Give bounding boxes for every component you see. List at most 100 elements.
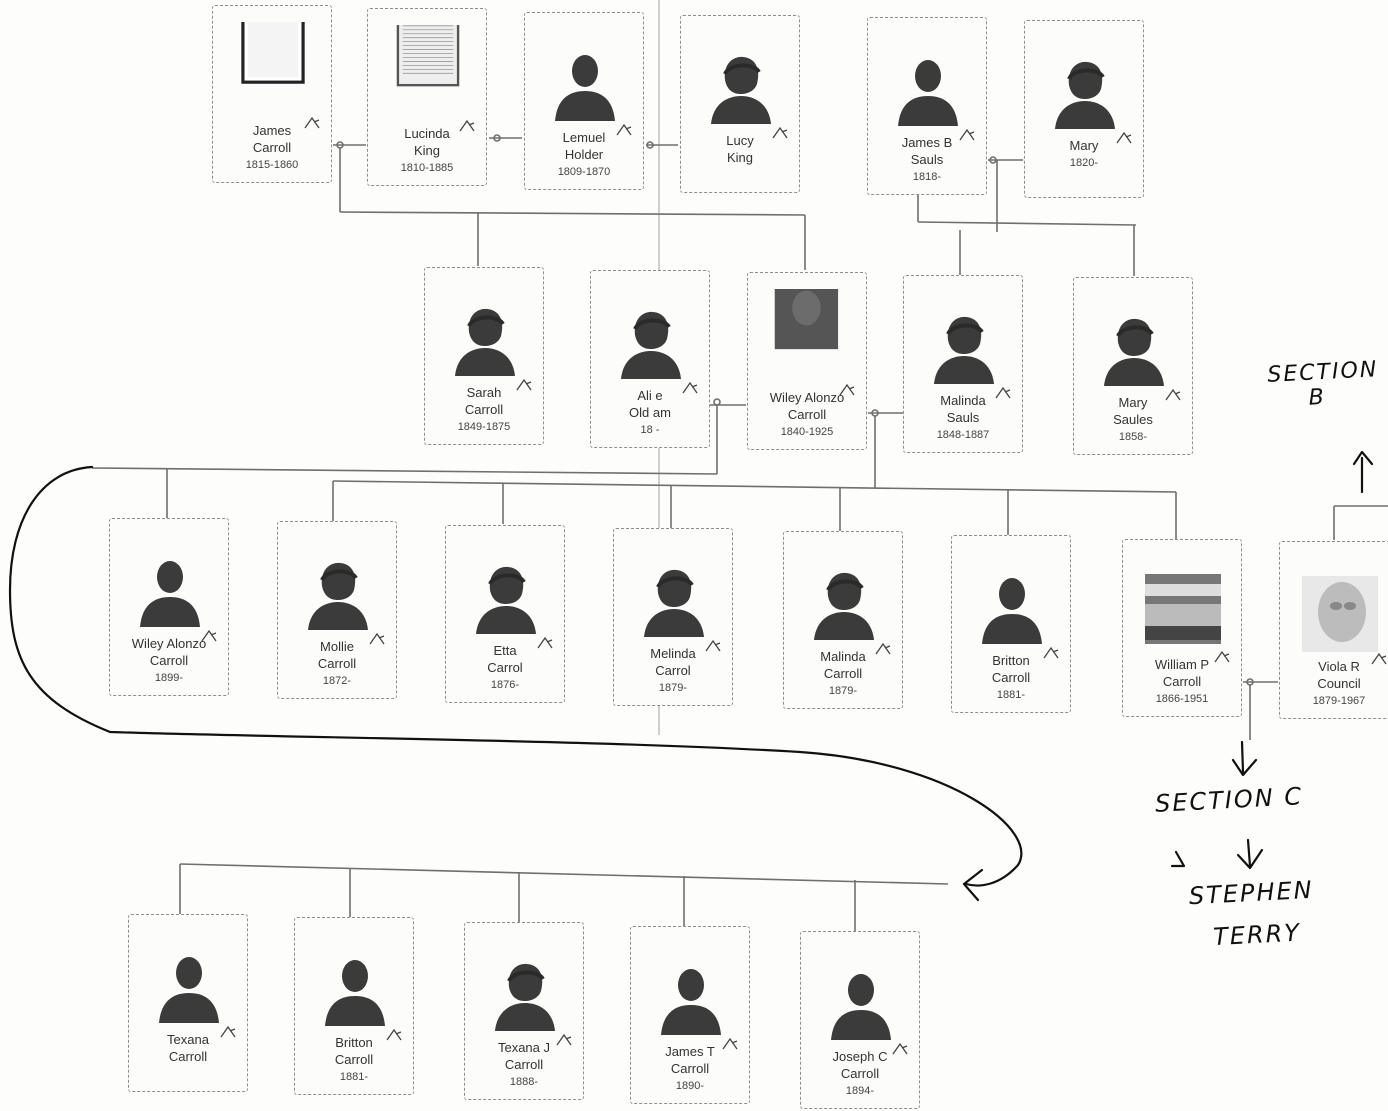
- edit-icon[interactable]: [891, 1042, 909, 1056]
- life-years: 1810-1885: [400, 162, 454, 174]
- female-silhouette-icon: [636, 563, 712, 639]
- last-name: Carroll: [168, 1049, 208, 1064]
- edit-icon[interactable]: [219, 1025, 237, 1039]
- male-silhouette-icon: [151, 949, 227, 1025]
- life-years: 1890-: [675, 1080, 705, 1092]
- edit-icon[interactable]: [1213, 650, 1231, 664]
- last-name: Carroll: [1162, 674, 1202, 689]
- last-name: Sauls: [946, 410, 980, 425]
- first-name: Britton: [992, 653, 1030, 668]
- first-name: Joseph C: [832, 1049, 888, 1064]
- edit-icon[interactable]: [1370, 652, 1388, 666]
- last-name: Carroll: [317, 656, 357, 671]
- person-name: Ali e Old am 18 -: [595, 387, 705, 439]
- female-silhouette-icon: [468, 560, 544, 636]
- edit-icon[interactable]: [1164, 388, 1182, 402]
- first-name: James T: [665, 1044, 715, 1059]
- edit-icon[interactable]: [771, 126, 789, 140]
- female-silhouette-icon: [703, 50, 779, 126]
- edit-icon[interactable]: [721, 1037, 739, 1051]
- male-silhouette-icon: [890, 52, 966, 128]
- edit-icon[interactable]: [515, 378, 533, 392]
- edit-icon[interactable]: [555, 1033, 573, 1047]
- edit-icon[interactable]: [458, 119, 476, 133]
- edit-icon[interactable]: [958, 128, 976, 142]
- life-years: 1879-1967: [1312, 695, 1366, 707]
- person-photo: [235, 22, 311, 118]
- life-years: 1879-: [828, 685, 858, 697]
- last-name: Carroll: [149, 653, 189, 668]
- person-card-alice-oldham[interactable]: Ali e Old am 18 -: [590, 270, 710, 448]
- life-years: 1881-: [339, 1071, 369, 1083]
- first-name: Ali e: [637, 388, 663, 403]
- edit-icon[interactable]: [385, 1028, 403, 1042]
- edit-icon[interactable]: [200, 629, 218, 643]
- edit-icon[interactable]: [303, 116, 321, 130]
- first-name: Viola R: [1318, 659, 1360, 674]
- last-name: Carroll: [464, 402, 504, 417]
- person-photo: [1302, 576, 1378, 652]
- edit-icon[interactable]: [368, 632, 386, 646]
- edit-icon[interactable]: [681, 381, 699, 395]
- last-name: Old am: [629, 405, 671, 420]
- edit-icon[interactable]: [994, 386, 1012, 400]
- person-photo: [770, 289, 846, 385]
- last-name: Carrol: [487, 660, 523, 675]
- edit-icon[interactable]: [838, 383, 856, 397]
- life-years: 1849-1875: [457, 421, 511, 433]
- male-silhouette-icon: [547, 47, 623, 123]
- edit-icon[interactable]: [1042, 646, 1060, 660]
- edit-icon[interactable]: [536, 636, 554, 650]
- life-years: 1858-: [1118, 431, 1148, 443]
- first-name: Etta: [493, 643, 517, 658]
- life-years: 1876-: [490, 679, 520, 691]
- edit-icon[interactable]: [1115, 131, 1133, 145]
- terry-word: TERRY: [1212, 918, 1302, 952]
- edit-icon[interactable]: [874, 642, 892, 656]
- edit-icon[interactable]: [704, 639, 722, 653]
- female-silhouette-icon: [447, 302, 523, 378]
- male-silhouette-icon: [317, 952, 393, 1028]
- first-name: Melinda: [650, 646, 696, 661]
- person-photo: [390, 25, 466, 121]
- life-years: 1894-: [845, 1085, 875, 1097]
- edit-icon[interactable]: [615, 123, 633, 137]
- female-silhouette-icon: [300, 556, 376, 632]
- person-photo: [1145, 574, 1221, 650]
- last-name: Carroll: [334, 1052, 374, 1067]
- life-years: 18 -: [640, 424, 660, 436]
